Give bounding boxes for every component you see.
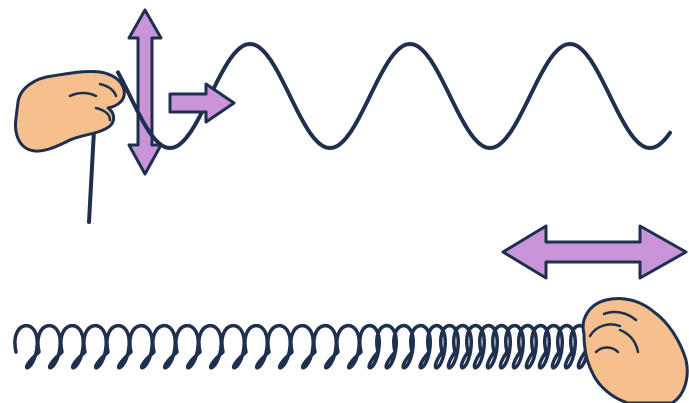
hand-icon [16,71,125,151]
hand-palm [16,71,125,151]
spring-coil [15,326,588,368]
longitudinal-wave-panel [15,226,687,403]
string-tail [89,130,94,222]
hand-icon [583,299,687,403]
vertical-double-arrow [129,10,161,174]
horizontal-double-arrow [503,226,686,278]
transverse-wave-panel [16,10,670,222]
